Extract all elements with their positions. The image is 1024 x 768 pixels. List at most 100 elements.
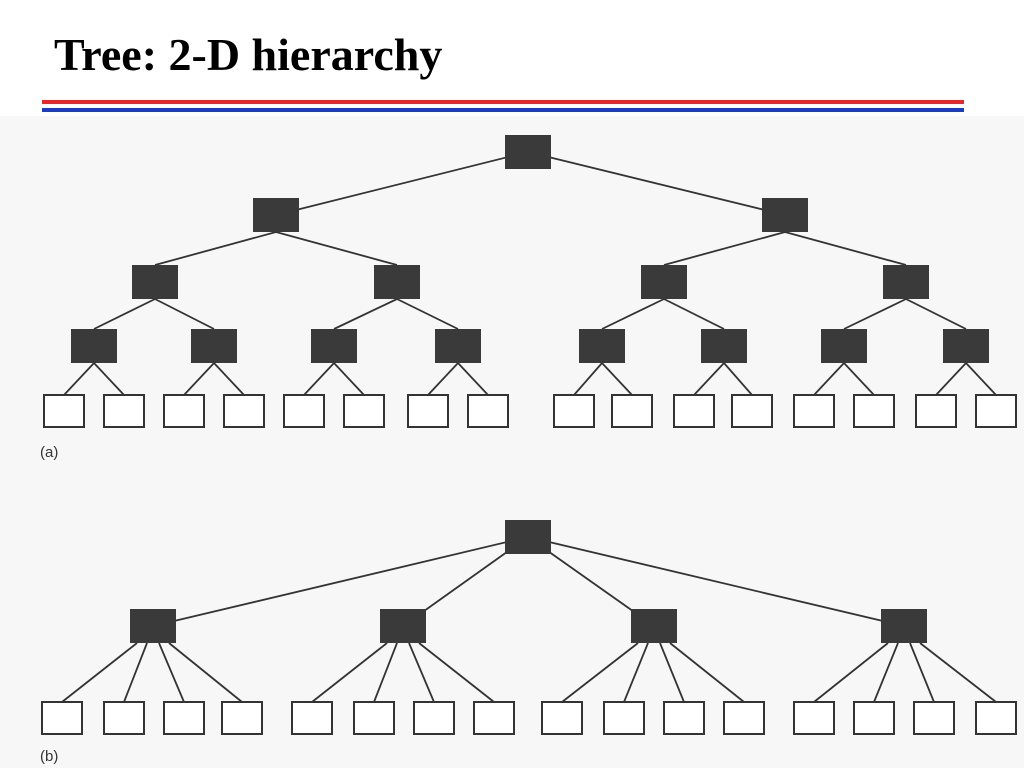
tree-b-edge — [408, 642, 435, 703]
tree-b-edge — [123, 642, 148, 703]
page-title: Tree: 2-D hierarchy — [54, 29, 443, 80]
tree-a-internal-node — [435, 329, 481, 363]
tree-a-edge — [427, 362, 459, 396]
tree-a-leaf-node — [43, 394, 85, 428]
tree-a-edge — [693, 362, 725, 396]
tree-a-edge — [333, 362, 365, 396]
tree-a-leaf-node — [283, 394, 325, 428]
tree-b-leaf-node — [603, 701, 645, 735]
tree-b-leaf-node — [723, 701, 765, 735]
tree-a-leaf-node — [103, 394, 145, 428]
tree-b-internal-node — [631, 609, 677, 643]
tree-a-leaf-node — [673, 394, 715, 428]
tree-b-leaf-node — [103, 701, 145, 735]
tree-a-leaf-node — [731, 394, 773, 428]
tree-a-edge — [93, 362, 125, 396]
tree-a-internal-node — [191, 329, 237, 363]
tree-b-leaf-node — [541, 701, 583, 735]
tree-b-edge — [813, 642, 889, 703]
tree-b-edge — [659, 642, 685, 703]
tree-a-edge — [784, 231, 907, 266]
tree-a-internal-node — [579, 329, 625, 363]
tree-a-edge — [905, 298, 967, 330]
tree-a-edge — [843, 362, 875, 396]
tree-a-internal-node — [311, 329, 357, 363]
tree-a-internal-node — [253, 198, 299, 232]
tree-a-edge — [843, 298, 907, 330]
tree-b-leaf-node — [291, 701, 333, 735]
tree-a-internal-node — [132, 265, 178, 299]
tree-b-leaf-node — [913, 701, 955, 735]
tree-a-leaf-node — [853, 394, 895, 428]
tree-a-edge — [63, 362, 95, 396]
tree-b-edge — [158, 642, 185, 703]
tree-a-edge — [303, 362, 335, 396]
tree-a-edge — [183, 362, 215, 396]
tree-b-edge — [418, 642, 495, 703]
tree-b-root-node — [505, 520, 551, 554]
tree-b-leaf-node — [413, 701, 455, 735]
tree-a-internal-node — [762, 198, 808, 232]
tree-a-edge — [663, 231, 786, 266]
tree-a-edge — [527, 151, 786, 216]
tree-b-internal-node — [380, 609, 426, 643]
tree-a-edge — [813, 362, 845, 396]
tree-b-edge — [909, 642, 935, 703]
tree-b-edge — [623, 642, 649, 703]
tree-b-edge — [373, 642, 398, 703]
tree-b-edge — [168, 642, 243, 703]
tree-a-edge — [935, 362, 967, 396]
tree-b-leaf-node — [353, 701, 395, 735]
tree-a-leaf-node — [343, 394, 385, 428]
tree-a-edge — [154, 231, 277, 266]
tree-a-edge — [93, 298, 156, 330]
tree-b-edge — [61, 642, 138, 703]
scanned-figure-background — [0, 116, 1024, 768]
tree-a-leaf-node — [407, 394, 449, 428]
tree-b-edge — [527, 536, 905, 627]
tree-b-edge — [919, 642, 997, 703]
tree-a-edge — [275, 231, 398, 266]
tree-a-internal-node — [374, 265, 420, 299]
tree-a-edge — [396, 298, 459, 330]
tree-b-leaf-node — [473, 701, 515, 735]
tree-a-internal-node — [641, 265, 687, 299]
tree-a-edge — [573, 362, 603, 396]
tree-b-leaf-node — [221, 701, 263, 735]
tree-a-edge — [601, 362, 633, 396]
diagram-a-label: (a) — [40, 444, 59, 461]
tree-a-leaf-node — [553, 394, 595, 428]
tree-b-leaf-node — [793, 701, 835, 735]
tree-a-edge — [457, 362, 489, 396]
tree-a-internal-node — [943, 329, 989, 363]
tree-b-leaf-node — [853, 701, 895, 735]
tree-a-edge — [601, 298, 665, 330]
tree-b-edge — [561, 642, 639, 703]
title-underline-blue — [42, 108, 964, 112]
tree-a-internal-node — [701, 329, 747, 363]
tree-a-leaf-node — [793, 394, 835, 428]
tree-a-edge — [275, 151, 529, 216]
tree-a-edge — [213, 362, 245, 396]
tree-a-leaf-node — [163, 394, 205, 428]
tree-b-edge — [152, 536, 529, 627]
tree-b-internal-node — [130, 609, 176, 643]
tree-a-leaf-node — [915, 394, 957, 428]
diagram-b-label: (b) — [40, 748, 59, 765]
tree-a-edge — [154, 298, 215, 330]
tree-b-leaf-node — [163, 701, 205, 735]
tree-a-edge — [723, 362, 753, 396]
tree-a-internal-node — [71, 329, 117, 363]
tree-b-edge — [873, 642, 899, 703]
tree-a-leaf-node — [975, 394, 1017, 428]
tree-a-edge — [663, 298, 725, 330]
title-underline-red — [42, 100, 964, 104]
tree-b-leaf-node — [41, 701, 83, 735]
tree-b-leaf-node — [975, 701, 1017, 735]
tree-a-leaf-node — [467, 394, 509, 428]
tree-b-internal-node — [881, 609, 927, 643]
tree-b-edge — [669, 642, 745, 703]
tree-b-leaf-node — [663, 701, 705, 735]
tree-a-root-node — [505, 135, 551, 169]
